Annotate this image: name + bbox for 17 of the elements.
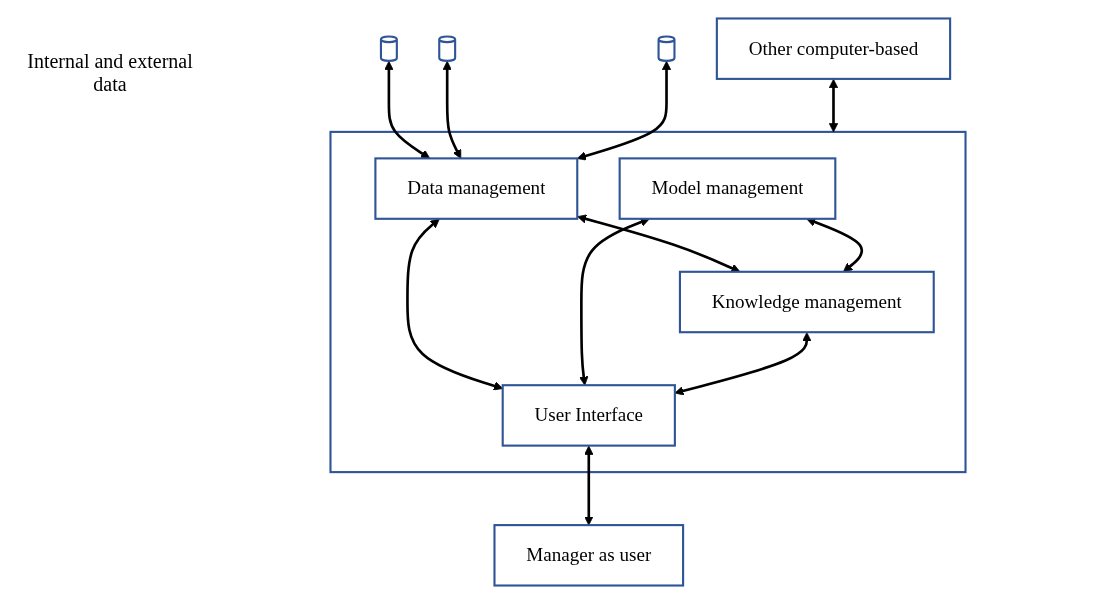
node-box: Knowledge management <box>678 270 935 334</box>
node-box: Model management <box>618 157 837 220</box>
node-box: Data management <box>374 157 579 220</box>
arrow <box>576 60 672 161</box>
arrow <box>442 60 462 159</box>
note-label: Internal and external data <box>26 50 194 96</box>
node-cylinder <box>657 35 676 62</box>
arrow <box>674 332 812 396</box>
arrow <box>584 445 594 526</box>
node-cylinder <box>438 35 457 62</box>
node-box: Other computer-based <box>715 17 952 80</box>
arrow <box>828 78 839 133</box>
node-cylinder <box>379 35 398 62</box>
cluster <box>329 130 967 474</box>
node-box: User Interface <box>501 384 676 447</box>
node-box: Manager as user <box>493 524 685 587</box>
arrow <box>384 60 431 159</box>
